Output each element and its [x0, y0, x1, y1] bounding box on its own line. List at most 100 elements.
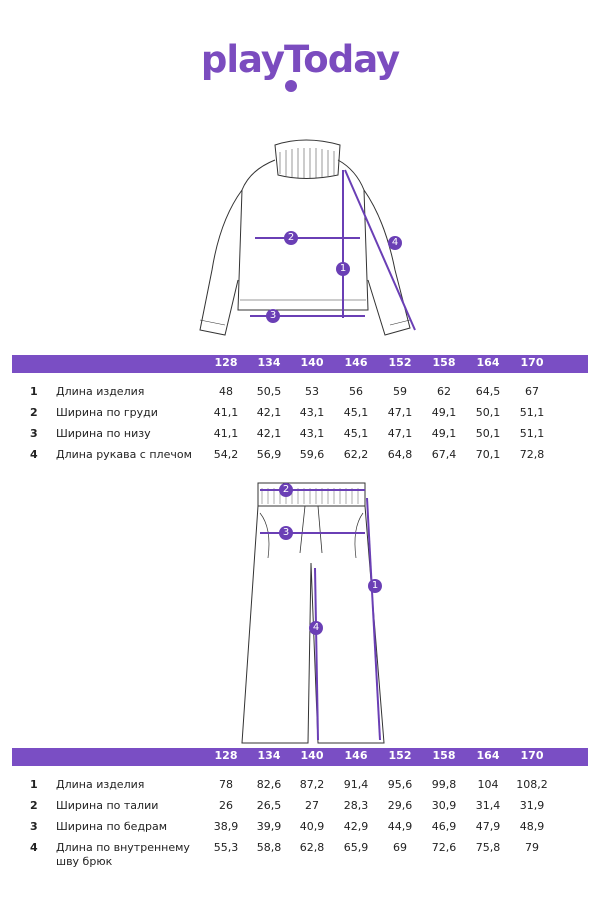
sweater-marker-2: 2 — [284, 231, 298, 245]
cell-value: 29,6 — [387, 799, 413, 812]
table-row: 2 Ширина по груди 41,1 42,1 43,1 45,1 47… — [12, 402, 588, 423]
cell-value: 79 — [525, 841, 539, 854]
cell-value: 51,1 — [519, 427, 545, 440]
cell-value: 44,9 — [387, 820, 413, 833]
cell-value: 59 — [393, 385, 407, 398]
cell-value: 104 — [477, 778, 499, 791]
cell-value: 72,6 — [431, 841, 457, 854]
cell-value: 48 — [219, 385, 233, 398]
table-row: 2 Ширина по талии 26 26,5 27 28,3 29,6 3… — [12, 795, 588, 816]
cell-value: 62,2 — [343, 448, 369, 461]
cell-value: 46,9 — [431, 820, 457, 833]
row-label: Длина по внутреннему шву брюк — [56, 841, 190, 868]
cell-value: 50,5 — [256, 385, 282, 398]
cell-value: 51,1 — [519, 406, 545, 419]
pants-marker-1: 1 — [368, 579, 382, 593]
size-header: 140 — [300, 356, 324, 369]
row-number: 3 — [30, 427, 38, 440]
cell-value: 65,9 — [343, 841, 369, 854]
cell-value: 49,1 — [431, 406, 457, 419]
cell-value: 54,2 — [213, 448, 239, 461]
row-label: Ширина по низу — [56, 427, 151, 440]
row-label: Ширина по груди — [56, 406, 158, 419]
cell-value: 91,4 — [343, 778, 369, 791]
cell-value: 47,1 — [387, 406, 413, 419]
pants-size-table: 128 134 140 146 152 158 164 170 1 Длина … — [12, 748, 588, 871]
size-header: 164 — [476, 356, 500, 369]
cell-value: 99,8 — [431, 778, 457, 791]
cell-value: 64,8 — [387, 448, 413, 461]
size-header: 164 — [476, 749, 500, 762]
cell-value: 48,9 — [519, 820, 545, 833]
cell-value: 59,6 — [299, 448, 325, 461]
size-header: 170 — [520, 749, 544, 762]
cell-value: 67 — [525, 385, 539, 398]
row-number: 2 — [30, 799, 38, 812]
cell-value: 47,9 — [475, 820, 501, 833]
size-header: 140 — [300, 749, 324, 762]
size-header: 158 — [432, 356, 456, 369]
cell-value: 26 — [219, 799, 233, 812]
cell-value: 41,1 — [213, 427, 239, 440]
row-label: Длина изделия — [56, 778, 145, 791]
row-label: Длина изделия — [56, 385, 145, 398]
cell-value: 31,9 — [519, 799, 545, 812]
cell-value: 42,1 — [256, 406, 282, 419]
pants-marker-4: 4 — [309, 621, 323, 635]
cell-value: 45,1 — [343, 406, 369, 419]
cell-value: 62 — [437, 385, 451, 398]
cell-value: 28,3 — [343, 799, 369, 812]
size-header: 128 — [214, 749, 238, 762]
size-header: 146 — [344, 749, 368, 762]
table-row: 3 Ширина по бедрам 38,9 39,9 40,9 42,9 4… — [12, 816, 588, 837]
cell-value: 26,5 — [256, 799, 282, 812]
cell-value: 58,8 — [256, 841, 282, 854]
cell-value: 78 — [219, 778, 233, 791]
sweater-table-header: 128 134 140 146 152 158 164 170 — [12, 355, 588, 373]
size-header: 128 — [214, 356, 238, 369]
cell-value: 50,1 — [475, 427, 501, 440]
cell-value: 41,1 — [213, 406, 239, 419]
size-header: 134 — [257, 749, 281, 762]
cell-value: 82,6 — [256, 778, 282, 791]
sweater-size-table: 128 134 140 146 152 158 164 170 1 Длина … — [12, 355, 588, 465]
pants-marker-3: 3 — [279, 526, 293, 540]
row-number: 4 — [30, 448, 38, 461]
cell-value: 27 — [305, 799, 319, 812]
table-row: 1 Длина изделия 78 82,6 87,2 91,4 95,6 9… — [12, 774, 588, 795]
cell-value: 42,9 — [343, 820, 369, 833]
table-row: 4 Длина по внутреннему шву брюк 55,3 58,… — [12, 837, 588, 871]
cell-value: 42,1 — [256, 427, 282, 440]
cell-value: 69 — [393, 841, 407, 854]
cell-value: 55,3 — [213, 841, 239, 854]
logo-dot — [285, 80, 297, 92]
pants-measure-lines — [260, 489, 381, 741]
sweater-diagram — [199, 139, 416, 336]
size-header: 152 — [388, 356, 412, 369]
cell-value: 72,8 — [519, 448, 545, 461]
size-header: 152 — [388, 749, 412, 762]
table-row: 3 Ширина по низу 41,1 42,1 43,1 45,1 47,… — [12, 423, 588, 444]
row-number: 4 — [30, 841, 38, 854]
cell-value: 31,4 — [475, 799, 501, 812]
row-number: 1 — [30, 385, 38, 398]
cell-value: 49,1 — [431, 427, 457, 440]
cell-value: 56,9 — [256, 448, 282, 461]
pants-marker-2: 2 — [279, 483, 293, 497]
brand-logo: playToday — [200, 38, 400, 81]
row-number: 2 — [30, 406, 38, 419]
cell-value: 43,1 — [299, 406, 325, 419]
sweater-marker-4: 4 — [388, 236, 402, 250]
cell-value: 108,2 — [516, 778, 548, 791]
cell-value: 39,9 — [256, 820, 282, 833]
size-header: 158 — [432, 749, 456, 762]
sweater-marker-1: 1 — [336, 262, 350, 276]
cell-value: 95,6 — [387, 778, 413, 791]
cell-value: 75,8 — [475, 841, 501, 854]
row-label: Ширина по бедрам — [56, 820, 168, 833]
size-header: 170 — [520, 356, 544, 369]
row-number: 1 — [30, 778, 38, 791]
row-label: Длина рукава с плечом — [56, 448, 192, 461]
size-header: 134 — [257, 356, 281, 369]
row-label: Ширина по талии — [56, 799, 159, 812]
